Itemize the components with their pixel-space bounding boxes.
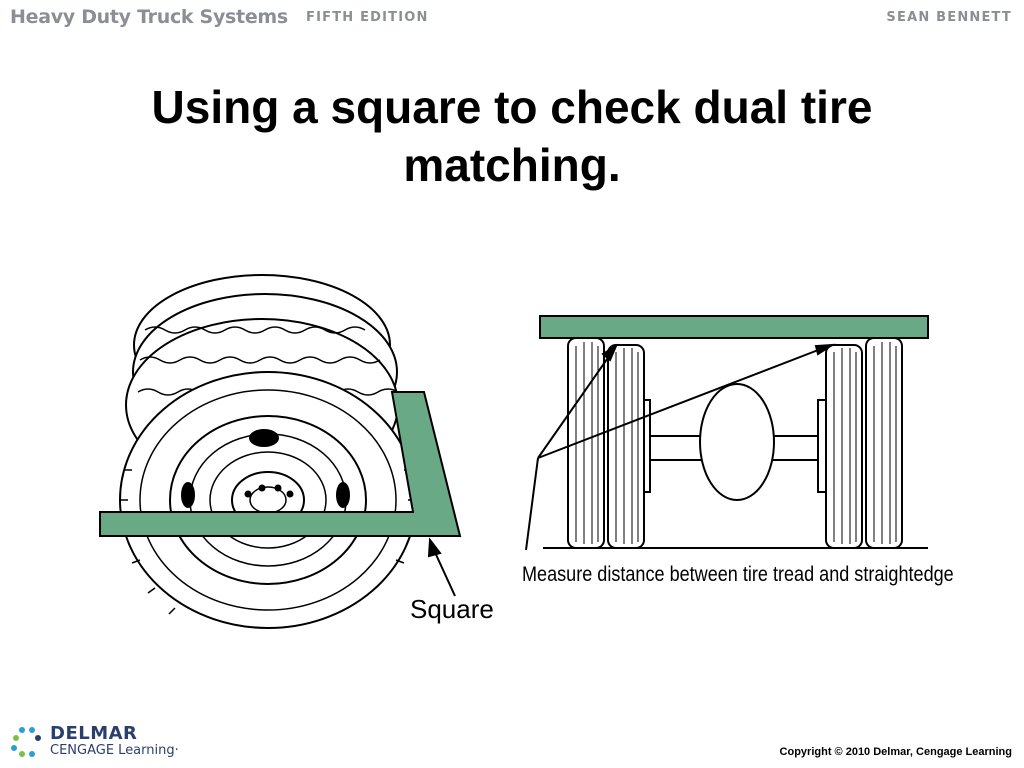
logo-brand-text: DELMAR bbox=[50, 723, 138, 744]
figure-caption: Measure distance between tire tread and … bbox=[522, 563, 954, 586]
delmar-mark-icon bbox=[11, 727, 41, 757]
slide-header: Heavy Duty Truck Systems FIFTH EDITION S… bbox=[0, 0, 1024, 36]
logo-sub-text: CENGAGE Learning· bbox=[50, 743, 179, 758]
straightedge-bar bbox=[539, 315, 929, 339]
square-pointer-arrow bbox=[427, 537, 456, 597]
copyright-notice: Copyright © 2010 Delmar, Cengage Learnin… bbox=[779, 746, 1012, 758]
edition-label: FIFTH EDITION bbox=[306, 10, 429, 25]
delmar-logo: DELMAR CENGAGE Learning· bbox=[8, 722, 198, 762]
square-label: Square bbox=[410, 594, 494, 624]
measure-pointer-arrows bbox=[525, 343, 836, 551]
dual-tire-stack-drawing bbox=[119, 274, 417, 629]
book-title: Heavy Duty Truck Systems bbox=[10, 6, 288, 28]
axle-rear-view-drawing bbox=[543, 337, 928, 549]
author-name: SEAN BENNETT bbox=[886, 10, 1012, 25]
square-tool bbox=[99, 391, 462, 537]
slide-title: Using a square to check dual tire matchi… bbox=[151, 81, 873, 191]
